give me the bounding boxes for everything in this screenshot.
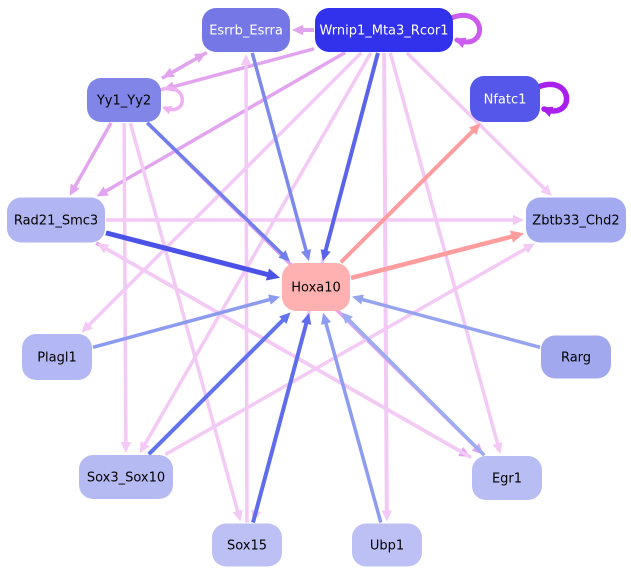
edge-Yy1_Yy2-to-Rad21_Smc3 [69, 122, 113, 196]
edge-Rad21_Smc3-to-Hoxa10 [105, 230, 281, 281]
edge-Plagl1-to-Hoxa10 [92, 294, 281, 349]
self-loop-Nfatc1 [535, 81, 570, 117]
edge-Yy1_Yy2-to-Hoxa10 [146, 121, 290, 262]
self-loop-layer [157, 13, 570, 117]
node-Plagl1[interactable]: Plagl1 [22, 334, 92, 380]
edge-Rad21_Smc3-to-Zbtb33_Chd2 [106, 214, 524, 226]
edge-Yy1_Yy2-to-Sox15 [128, 122, 243, 522]
node-label-Wrnip1_Mta3_Rcor1: Wrnip1_Mta3_Rcor1 [319, 24, 448, 39]
edge-Wrnip1_Mta3_Rcor1-to-Zbtb33_Chd2 [405, 51, 552, 197]
node-label-Zbtb33_Chd2: Zbtb33_Chd2 [532, 214, 619, 229]
self-loop-Wrnip1_Mta3_Rcor1 [448, 13, 483, 48]
node-label-Plagl1: Plagl1 [37, 351, 77, 366]
edge-Egr1-to-Hoxa10 [341, 312, 486, 457]
node-Esrrb_Esrra[interactable]: Esrrb_Esrra [202, 8, 290, 52]
node-Zbtb33_Chd2[interactable]: Zbtb33_Chd2 [526, 197, 626, 243]
edge-Esrrb_Esrra-to-Hoxa10 [250, 52, 312, 262]
node-Ubp1[interactable]: Ubp1 [352, 523, 422, 567]
node-Sox15[interactable]: Sox15 [212, 523, 282, 567]
node-label-Egr1: Egr1 [492, 472, 522, 487]
node-Yy1_Yy2[interactable]: Yy1_Yy2 [87, 78, 161, 122]
edge-Sox3_Sox10-to-Zbtb33_Chd2 [164, 243, 535, 457]
self-loop-Yy1_Yy2 [157, 86, 184, 115]
edge-Hoxa10-to-Zbtb33_Chd2 [350, 230, 525, 281]
node-label-Sox15: Sox15 [227, 539, 267, 554]
edge-Yy1_Yy2-to-Esrrb_Esrra [160, 52, 206, 80]
edge-Wrnip1_Mta3_Rcor1-to-Ubp1 [381, 52, 392, 522]
edge-Ubp1-to-Hoxa10 [321, 312, 383, 524]
edge-Rarg-to-Hoxa10 [351, 294, 541, 350]
node-Egr1[interactable]: Egr1 [472, 456, 542, 500]
node-label-Nfatc1: Nfatc1 [484, 93, 527, 108]
edge-Wrnip1_Mta3_Rcor1-to-Hoxa10 [320, 52, 380, 262]
edge-Wrnip1_Mta3_Rcor1-to-Egr1 [388, 52, 503, 455]
edge-Hoxa10-to-Nfatc1 [339, 123, 481, 264]
node-Wrnip1_Mta3_Rcor1[interactable]: Wrnip1_Mta3_Rcor1 [315, 8, 453, 52]
edge-Wrnip1_Mta3_Rcor1-to-Sox3_Sox10 [139, 51, 373, 454]
node-label-Rad21_Smc3: Rad21_Smc3 [14, 214, 98, 229]
node-Nfatc1[interactable]: Nfatc1 [470, 76, 540, 122]
node-Sox3_Sox10[interactable]: Sox3_Sox10 [79, 455, 173, 499]
node-label-Rarg: Rarg [561, 351, 591, 366]
node-Rarg[interactable]: Rarg [541, 335, 611, 379]
edge-layer [69, 24, 552, 524]
edge-Sox3_Sox10-to-Hoxa10 [147, 312, 291, 456]
edge-Sox15-to-Esrrb_Esrra [240, 53, 252, 523]
node-Hoxa10[interactable]: Hoxa10 [282, 263, 350, 311]
node-label-Hoxa10: Hoxa10 [291, 281, 341, 296]
edge-Yy1_Yy2-to-Sox3_Sox10 [120, 122, 132, 454]
edge-Egr1-to-Rad21_Smc3 [97, 243, 473, 460]
node-label-Sox3_Sox10: Sox3_Sox10 [87, 471, 165, 486]
node-label-Ubp1: Ubp1 [370, 539, 404, 554]
edge-Wrnip1_Mta3_Rcor1-to-Esrrb_Esrra [292, 24, 314, 36]
edge-Wrnip1_Mta3_Rcor1-to-Plagl1 [81, 51, 363, 333]
node-label-Esrrb_Esrra: Esrrb_Esrra [209, 24, 283, 39]
node-label-Yy1_Yy2: Yy1_Yy2 [96, 94, 151, 109]
node-Rad21_Smc3[interactable]: Rad21_Smc3 [7, 197, 105, 243]
edge-Sox15-to-Hoxa10 [251, 312, 312, 524]
